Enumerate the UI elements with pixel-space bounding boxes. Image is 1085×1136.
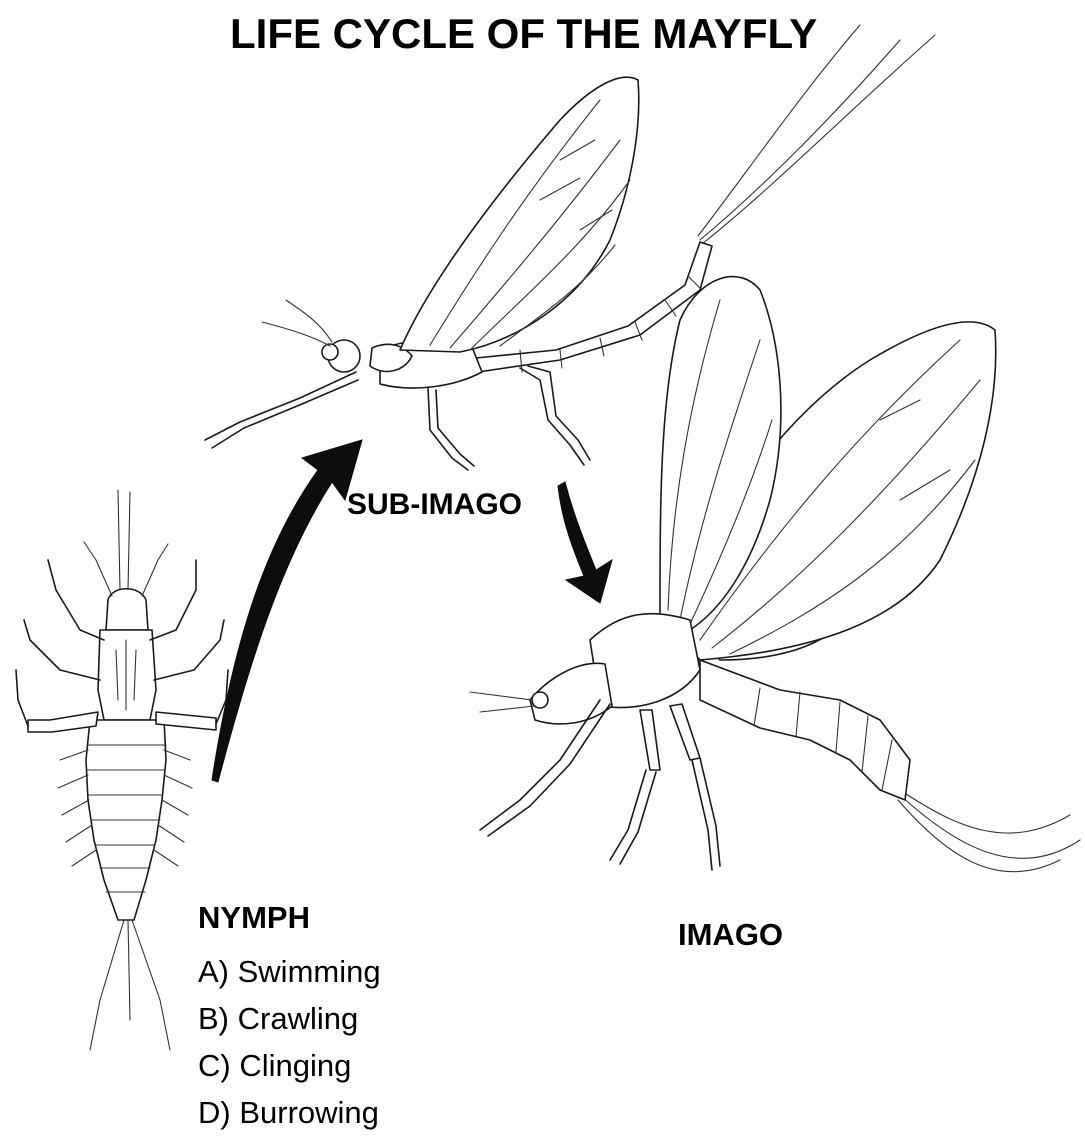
subimago-label: SUB-IMAGO <box>347 488 522 522</box>
arrow-subimago-to-imago <box>558 482 612 603</box>
nymph-type-item: B) Crawling <box>198 995 381 1042</box>
nymph-type-item: A) Swimming <box>198 948 381 995</box>
nymph-type-list: A) Swimming B) Crawling C) Clinging D) B… <box>198 948 381 1136</box>
nymph-type-item: D) Burrowing <box>198 1089 381 1136</box>
diagram-title: LIFE CYCLE OF THE MAYFLY <box>230 10 817 58</box>
nymph-label: NYMPH <box>198 900 310 936</box>
nymph-type-item: C) Clinging <box>198 1042 381 1089</box>
imago-label: IMAGO <box>678 917 783 953</box>
arrow-nymph-to-subimago <box>212 440 362 782</box>
nymph-drawing <box>16 490 228 1050</box>
